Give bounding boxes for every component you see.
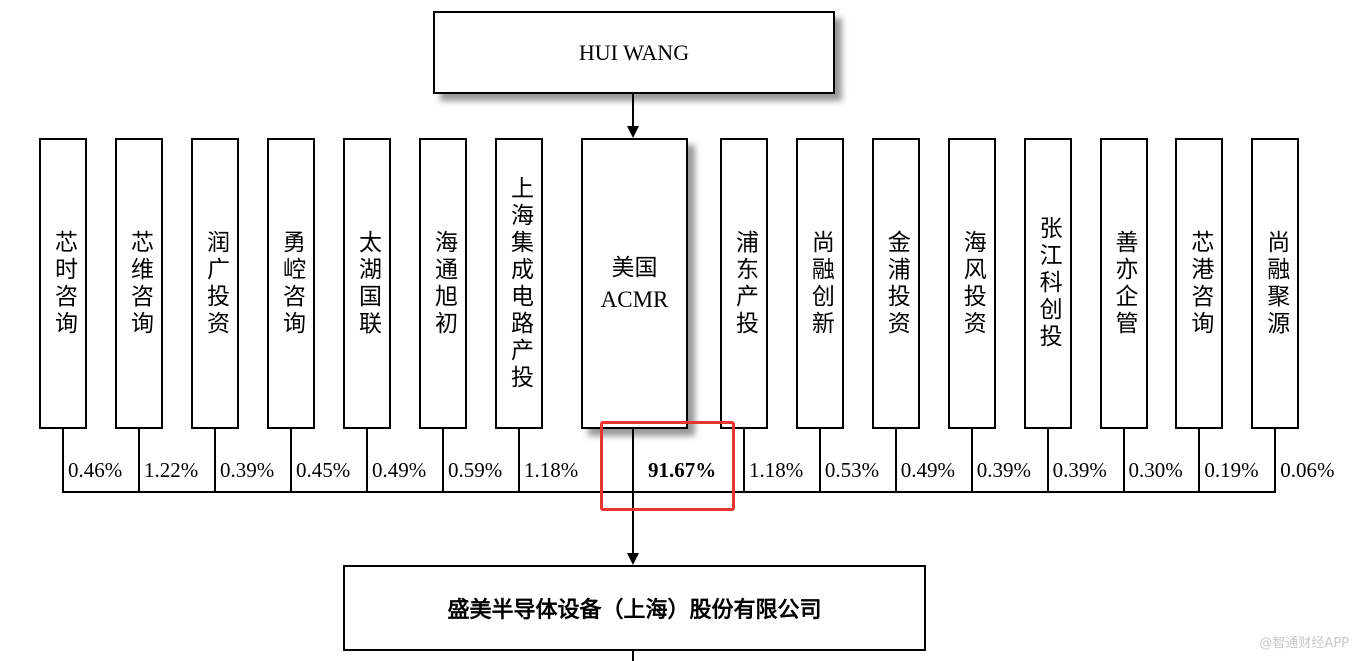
shareholder-name: 芯维咨询 <box>126 229 153 338</box>
top-entity-box: HUI WANG <box>433 11 835 94</box>
arrow-down-icon <box>627 126 639 138</box>
top-entity-label: HUI WANG <box>578 39 690 65</box>
shareholder-name: 上海集成电路产投 <box>506 175 533 392</box>
shareholder-pct: 0.46% <box>68 458 123 482</box>
shareholder-pct: 0.30% <box>1128 458 1183 482</box>
shareholder-name: 海风投资 <box>959 229 986 338</box>
shareholder-box: 张江科创投 <box>1023 138 1072 429</box>
connector-line <box>214 429 216 492</box>
shareholder-pct: 0.39% <box>976 458 1031 482</box>
main-holder-box: 美国 ACMR <box>581 138 688 429</box>
shareholder-name: 芯港咨询 <box>1186 229 1213 338</box>
connector-line <box>1046 429 1049 492</box>
shareholder-pct: 1.18% <box>749 458 804 482</box>
connector-line <box>632 651 634 661</box>
shareholder-box: 海风投资 <box>947 138 996 429</box>
company-box: 盛美半导体设备（上海）股份有限公司 <box>343 565 926 651</box>
connector-line <box>442 429 444 492</box>
main-connector-line <box>632 429 634 493</box>
shareholder-name: 润广投资 <box>202 229 229 338</box>
shareholder-name: 善亦企管 <box>1111 229 1137 338</box>
company-label: 盛美半导体设备（上海）股份有限公司 <box>447 598 822 623</box>
shareholder-name: 金浦投资 <box>883 229 910 338</box>
shareholder-name: 太湖国联 <box>354 229 381 338</box>
shareholder-pct: 0.06% <box>1280 458 1335 482</box>
shareholder-pct: 0.45% <box>296 458 351 482</box>
shareholder-box: 金浦投资 <box>871 138 920 429</box>
shareholder-pct: 1.22% <box>144 458 199 482</box>
connector-line <box>138 429 140 492</box>
main-holder-line1: 美国 <box>611 254 658 280</box>
shareholder-pct: 1.18% <box>524 458 579 482</box>
shareholder-box: 尚融聚源 <box>1251 138 1300 429</box>
shareholder-name: 海通旭初 <box>430 229 457 338</box>
bus-line <box>62 491 1276 493</box>
shareholder-box: 芯时咨询 <box>39 138 87 429</box>
shareholder-name: 浦东产投 <box>731 229 758 338</box>
shareholder-box: 芯港咨询 <box>1175 138 1224 429</box>
shareholder-pct: 0.59% <box>448 458 503 482</box>
shareholder-pct: 0.53% <box>824 458 880 482</box>
shareholder-name: 芯时咨询 <box>50 229 77 338</box>
connector-line <box>1274 429 1277 492</box>
watermark: @智通财经APP <box>1259 636 1349 651</box>
shareholder-pct: 0.39% <box>1052 458 1107 482</box>
connector-line <box>632 492 634 553</box>
connector-line <box>743 429 745 492</box>
main-holder-pct: 91.67% <box>648 458 717 482</box>
arrow-down-icon <box>627 553 639 565</box>
shareholder-name: 尚融聚源 <box>1262 229 1289 338</box>
main-holder-line2: ACMR <box>600 286 669 312</box>
shareholder-name: 尚融创新 <box>807 229 834 338</box>
shareholder-box: 太湖国联 <box>343 138 391 429</box>
shareholder-box: 浦东产投 <box>720 138 768 429</box>
shareholder-box: 尚融创新 <box>795 138 844 429</box>
connector-line <box>894 429 897 492</box>
shareholder-box: 芯维咨询 <box>115 138 163 429</box>
shareholder-box: 勇崆咨询 <box>267 138 315 429</box>
shareholder-box: 善亦企管 <box>1099 138 1148 429</box>
connector-line <box>290 429 292 492</box>
connector-line <box>62 429 64 492</box>
shareholder-box: 海通旭初 <box>419 138 467 429</box>
shareholder-pct: 0.49% <box>372 458 427 482</box>
shareholder-box: 上海集成电路产投 <box>495 138 543 429</box>
connector-line <box>970 429 973 492</box>
connector-line <box>1198 429 1201 492</box>
connector-line <box>518 429 520 492</box>
connector-line <box>366 429 368 492</box>
shareholder-pct: 0.19% <box>1204 458 1259 482</box>
highlight-box <box>600 421 735 511</box>
shareholder-pct: 0.49% <box>900 458 956 482</box>
connector-line <box>1122 429 1125 492</box>
shareholder-pct: 0.39% <box>220 458 275 482</box>
connector-line <box>818 429 821 492</box>
connector-line <box>632 94 634 126</box>
shareholder-box: 润广投资 <box>191 138 239 429</box>
shareholder-name: 张江科创投 <box>1035 216 1062 351</box>
shareholder-name: 勇崆咨询 <box>278 229 305 338</box>
